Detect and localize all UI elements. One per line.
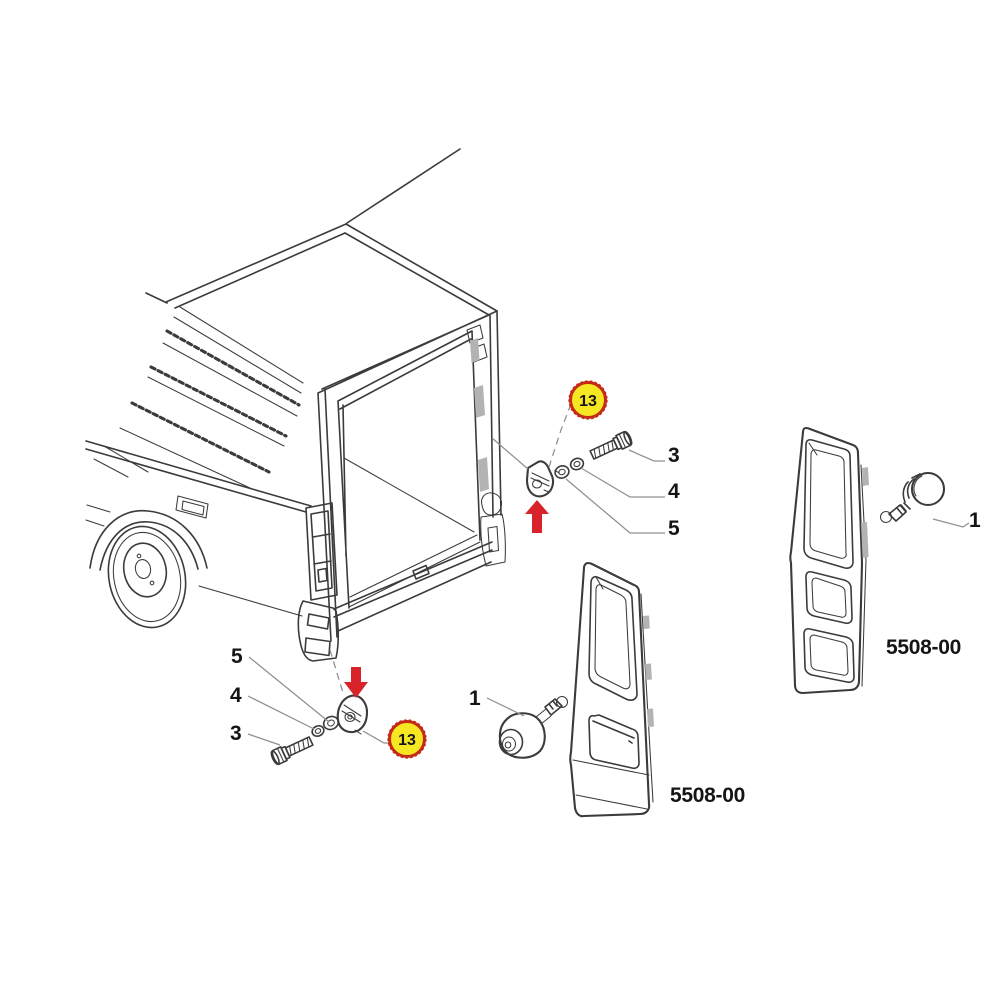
lower-callout-bolt: 3 xyxy=(230,722,242,745)
lower-callout-spring-washer: 5 xyxy=(231,645,243,668)
left-rear-door-panel xyxy=(569,561,654,818)
right-door-opening-upper-inner xyxy=(811,577,847,618)
right-lock-body-rings xyxy=(902,473,921,510)
van-rocker-and-front-fade-lines xyxy=(85,504,303,617)
red-arrow-down-icon xyxy=(344,667,368,698)
lower-badge-scallop xyxy=(387,719,427,759)
left-lock-body xyxy=(498,712,546,759)
van-roof-edges xyxy=(145,148,498,316)
lower-hinge-hole-inner xyxy=(347,714,353,720)
upper-callout-spring-washer: 5 xyxy=(668,517,680,540)
lower-callout-flat-washer: 4 xyxy=(230,684,242,707)
left-door-lower-recess xyxy=(588,714,640,770)
left-lock-callout: 1 xyxy=(469,687,481,710)
van-side-rib-hatching xyxy=(130,329,301,474)
left-door-edge-seams xyxy=(643,615,654,727)
left-lock-leader-line xyxy=(486,697,525,717)
van-beltline xyxy=(85,440,312,513)
upper-part-badge: 13 xyxy=(568,380,608,420)
right-door-edge-thickness xyxy=(860,464,867,687)
left-lock-neck xyxy=(535,708,552,725)
red-arrow-up-icon xyxy=(525,500,549,533)
lower-callout-labels: 5 4 3 xyxy=(230,645,243,745)
van-side-rib-lines xyxy=(93,306,304,489)
lower-flat-washer xyxy=(311,725,325,737)
lower-badge-circle xyxy=(388,720,426,758)
van-pillar-seam-shading xyxy=(470,338,489,492)
lower-leader-lines xyxy=(247,649,391,746)
right-lock-shaft xyxy=(888,504,907,522)
lower-hinge-hole xyxy=(344,711,356,723)
right-door-window-inner xyxy=(808,442,847,559)
van-rear-three-quarter-view xyxy=(85,148,506,662)
upper-callout-bolt: 3 xyxy=(668,444,680,467)
van-corner-bracket-right xyxy=(480,492,506,567)
upper-hinge-wedge xyxy=(525,460,555,498)
left-lock-keyhole xyxy=(504,741,512,749)
right-door-window-recess xyxy=(803,438,854,569)
upper-hinge-assembly xyxy=(525,429,635,498)
van-door-aperture-inner xyxy=(337,330,481,609)
right-lock-tip xyxy=(879,510,893,524)
lower-bolt xyxy=(268,733,315,767)
van-rear-sill xyxy=(333,541,493,632)
upper-hinge-hole xyxy=(531,479,543,489)
right-lock-leader-line xyxy=(932,518,970,528)
lower-part-badge: 13 xyxy=(387,719,427,759)
upper-leader-lines xyxy=(491,403,665,534)
upper-callout-labels: 3 4 5 xyxy=(668,444,680,540)
upper-hinge-wedge-detail xyxy=(530,472,550,493)
left-door-part-number: 5508-00 xyxy=(670,784,745,807)
upper-bolt xyxy=(588,429,635,463)
upper-badge-number: 13 xyxy=(579,393,597,410)
right-door-outline xyxy=(789,426,864,695)
van-bumper-corner-left xyxy=(297,600,340,662)
right-door-opening-lower xyxy=(803,627,855,684)
right-door-edge-seams xyxy=(861,467,869,558)
left-lock-cylinder xyxy=(498,695,569,759)
lower-hinge-wedge-detail xyxy=(341,704,362,735)
right-door-opening-upper xyxy=(805,570,853,625)
left-lock-shaft xyxy=(544,698,563,716)
van-rear-wheel xyxy=(107,525,187,629)
left-lock-tip xyxy=(555,695,569,709)
left-lock-face-inner xyxy=(501,736,517,752)
van-side-plate xyxy=(175,495,209,519)
left-door-skirt-creases xyxy=(572,759,650,810)
right-lock-callout: 1 xyxy=(969,509,981,532)
upper-callout-flat-washer: 4 xyxy=(668,480,680,503)
lower-badge-number: 13 xyxy=(398,732,416,749)
left-door-edge-thickness xyxy=(640,593,654,803)
van-rear-fender-arch xyxy=(89,510,208,571)
left-lock-face-ring xyxy=(498,728,524,756)
left-door-window-recess xyxy=(588,576,638,701)
right-lock-knob xyxy=(910,471,946,507)
lower-spring-washer xyxy=(322,715,340,731)
left-door-window-inner xyxy=(594,576,631,690)
upper-badge-circle xyxy=(569,381,607,419)
left-door-outline xyxy=(569,561,651,818)
van-rear-frame xyxy=(317,310,502,642)
lower-hinge-assembly xyxy=(268,694,369,767)
right-rear-door-panel xyxy=(789,426,869,695)
upper-flat-washer xyxy=(569,457,585,471)
lower-hinge-wedge xyxy=(336,694,369,734)
right-door-opening-lower-inner xyxy=(809,634,849,676)
right-lock-knob-highlight xyxy=(913,475,923,497)
upper-spring-washer xyxy=(554,465,570,479)
van-tail-light xyxy=(305,502,338,601)
right-lock-cylinder xyxy=(879,471,946,524)
upper-badge-scallop xyxy=(568,380,608,420)
right-door-part-number: 5508-00 xyxy=(886,636,961,659)
